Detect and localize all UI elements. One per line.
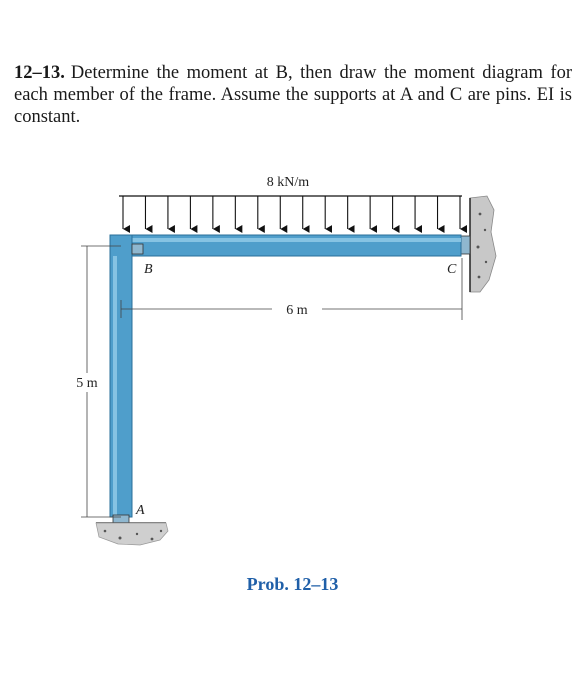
point-c-label: C (447, 262, 457, 277)
problem-number: 12–13. (14, 63, 65, 83)
beam-highlight (121, 238, 461, 242)
pin-a (112, 514, 130, 524)
distributed-load (119, 195, 467, 233)
point-a-label: A (135, 503, 145, 518)
connection-b (131, 243, 144, 255)
column-highlight (113, 256, 117, 517)
height-label: 5 m (76, 376, 98, 391)
wall-support-c (457, 195, 497, 293)
problem-text: Determine the moment at B, then draw the… (14, 63, 572, 127)
point-b-label: B (144, 262, 153, 277)
ground-support-a (95, 514, 169, 546)
load-label: 8 kN/m (267, 175, 310, 190)
problem-statement: 12–13.Determine the moment at B, then dr… (14, 62, 572, 128)
figure-caption: Prob. 12–13 (246, 574, 339, 594)
dimension-span (120, 258, 463, 320)
load-arrows (122, 196, 467, 233)
span-label: 6 m (286, 303, 308, 318)
dimension-height (81, 245, 121, 518)
